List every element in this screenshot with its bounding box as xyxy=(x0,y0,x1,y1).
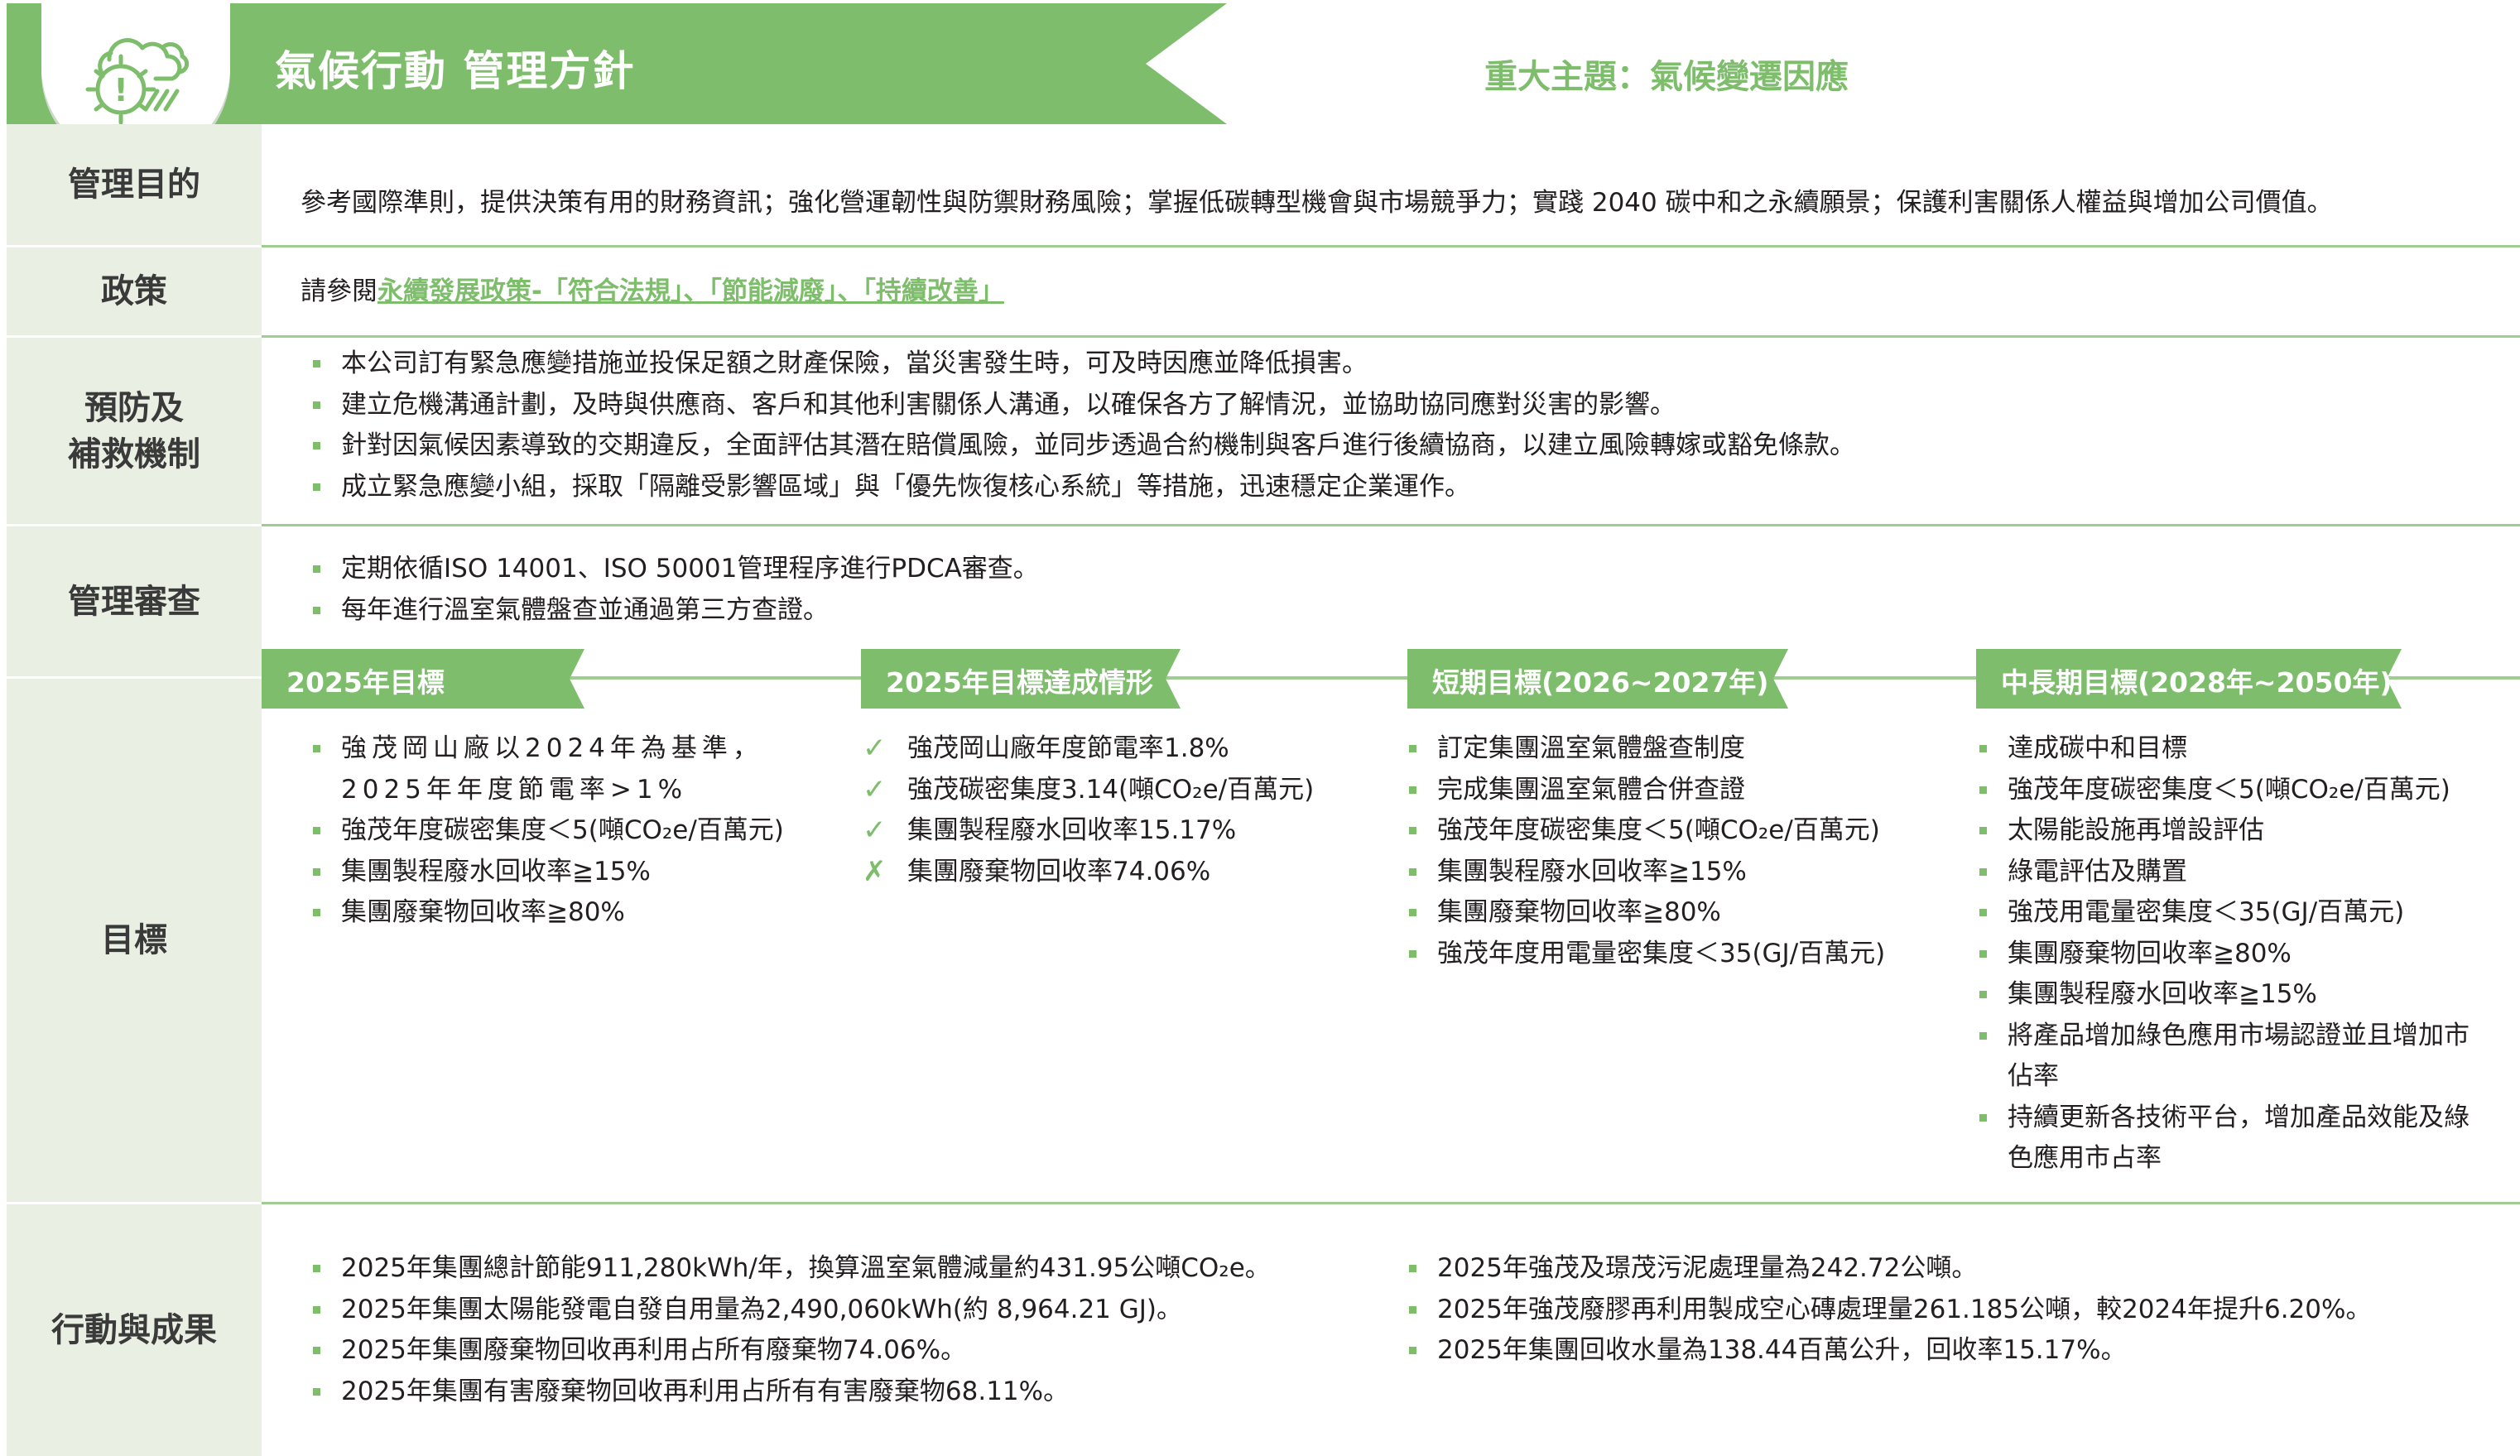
list-item: ✓ 強茂岡山廠年度節電率1.8% xyxy=(861,728,1314,770)
list-item: 強茂年度碳密集度＜5(噸CO₂e/百萬元) xyxy=(1409,810,1885,852)
list-item: 強茂年度碳密集度＜5(噸CO₂e/百萬元) xyxy=(1979,770,2493,811)
goal-tab-2025-status: 2025年目標達成情形 xyxy=(861,649,1181,709)
list-item: 集團廢棄物回收率≧80% xyxy=(1979,934,2493,975)
goals-2025-list: 強茂岡山廠以2024年為基準，2025年年度節電率>1% 強茂年度碳密集度＜5(… xyxy=(313,728,786,934)
page-title: 氣候行動 管理方針 xyxy=(275,47,636,95)
goal-tab-long-term: 中長期目標(2028年~2050年) xyxy=(1976,649,2402,709)
list-item: 成立緊急應變小組，採取「隔離受影響區域」與「優先恢復核心系統」等措施，迅速穩定企… xyxy=(313,467,1855,508)
row-label-text: 管理審查 xyxy=(68,582,200,621)
list-item: 2025年強茂廢膠再利用製成空心磚處理量261.185公噸，較2024年提升6.… xyxy=(1409,1290,2371,1331)
list-item: 將產品增加綠色應用市場認證並且增加市佔率 xyxy=(1979,1016,2493,1098)
list-item: 強茂年度用電量密集度＜35(GJ/百萬元) xyxy=(1409,934,1885,975)
goal-tab-title: 2025年目標達成情形 xyxy=(886,666,1153,699)
list-item: ✓ 集團製程廢水回收率15.17% xyxy=(861,810,1314,852)
list-item: 2025年集團有害廢棄物回收再利用占所有有害廢棄物68.11%。 xyxy=(313,1372,1271,1413)
material-topic: 重大主題：氣候變遷因應 xyxy=(1484,58,1849,96)
row-label-text: 管理目的 xyxy=(68,166,200,204)
list-item: 2025年集團回收水量為138.44百萬公升，回收率15.17%。 xyxy=(1409,1330,2371,1372)
list-item: 完成集團溫室氣體合併查證 xyxy=(1409,770,1885,811)
list-item: 強茂年度碳密集度＜5(噸CO₂e/百萬元) xyxy=(313,810,786,852)
list-item: 集團製程廢水回收率≧15% xyxy=(1979,974,2493,1016)
status-text: 集團製程廢水回收率15.17% xyxy=(907,815,1237,845)
list-item: 達成碳中和目標 xyxy=(1979,728,2493,770)
list-item: 集團製程廢水回收率≧15% xyxy=(313,852,786,893)
row-divider xyxy=(7,335,2520,338)
goals-status-list: ✓ 強茂岡山廠年度節電率1.8% ✓ 強茂碳密集度3.14(噸CO₂e/百萬元) ✓… xyxy=(861,728,1314,892)
list-item: 強茂用電量密集度＜35(GJ/百萬元) xyxy=(1979,892,2493,934)
row-label-text: 政策 xyxy=(101,272,167,310)
long-term-goals-list: 達成碳中和目標 強茂年度碳密集度＜5(噸CO₂e/百萬元) 太陽能設施再增設評估… xyxy=(1979,728,2493,1180)
row-label-policy: 政策 xyxy=(7,247,262,335)
list-item: 強茂岡山廠以2024年為基準，2025年年度節電率>1% xyxy=(313,728,786,810)
goal-tab-title: 中長期目標(2028年~2050年) xyxy=(2001,666,2393,699)
list-item: 針對因氣候因素導致的交期違反，全面評估其潛在賠償風險，並同步透過合約機制與客戶進… xyxy=(313,425,1855,467)
short-term-goals-list: 訂定集團溫室氣體盤查制度 完成集團溫室氣體合併查證 強茂年度碳密集度＜5(噸CO… xyxy=(1409,728,1885,974)
prevention-list: 本公司訂有緊急應變措施並投保足額之財產保險，當災害發生時，可及時因應並降低損害。… xyxy=(313,344,1855,507)
climate-warning-icon: ! xyxy=(85,38,190,125)
goal-tab-title: 2025年目標 xyxy=(286,666,445,699)
row-label-goals: 目標 xyxy=(7,679,262,1202)
goal-tab-short-term: 短期目標(2026~2027年) xyxy=(1407,649,1788,709)
row-label-text: 目標 xyxy=(101,921,167,959)
policy-text: 請參閱永續發展政策-「符合法規」、「節能減廢」、「持續改善」 xyxy=(301,271,1004,312)
list-item: 集團廢棄物回收率≧80% xyxy=(313,892,786,934)
policy-prefix: 請參閱 xyxy=(301,276,378,306)
header-band xyxy=(7,3,1227,124)
status-text: 強茂岡山廠年度節電率1.8% xyxy=(907,733,1229,763)
list-item: ✗ 集團廢棄物回收率74.06% xyxy=(861,852,1314,893)
check-icon: ✓ xyxy=(863,814,887,847)
actions-left-list: 2025年集團總計節能911,280kWh/年，換算溫室氣體減量約431.95公… xyxy=(313,1248,1271,1412)
list-item: 2025年集團廢棄物回收再利用占所有廢棄物74.06%。 xyxy=(313,1330,1271,1372)
list-item: 建立危機溝通計劃，及時與供應商、客戶和其他利害關係人溝通，以確保各方了解情況，並… xyxy=(313,385,1855,426)
list-item: 2025年集團總計節能911,280kWh/年，換算溫室氣體減量約431.95公… xyxy=(313,1248,1271,1290)
list-item: 本公司訂有緊急應變措施並投保足額之財產保險，當災害發生時，可及時因應並降低損害。 xyxy=(313,344,1855,385)
row-label-actions: 行動與成果 xyxy=(7,1204,262,1456)
status-text: 強茂碳密集度3.14(噸CO₂e/百萬元) xyxy=(907,774,1315,805)
list-item: ✓ 強茂碳密集度3.14(噸CO₂e/百萬元) xyxy=(861,770,1314,811)
list-item: 持續更新各技術平台，增加產品效能及綠色應用市占率 xyxy=(1979,1098,2493,1180)
list-item: 2025年集團太陽能發電自發自用量為2,490,060kWh(約 8,964.2… xyxy=(313,1290,1271,1331)
list-item: 集團製程廢水回收率≧15% xyxy=(1409,852,1885,893)
row-divider xyxy=(7,1202,2520,1204)
list-item: 每年進行溫室氣體盤查並通過第三方查證。 xyxy=(313,590,1039,632)
cross-icon: ✗ xyxy=(863,854,887,888)
check-icon: ✓ xyxy=(863,772,887,806)
row-label-prevention: 預防及 補救機制 xyxy=(7,338,262,524)
status-text: 集團廢棄物回收率74.06% xyxy=(907,856,1211,887)
list-item: 2025年強茂及璟茂污泥處理量為242.72公噸。 xyxy=(1409,1248,2371,1290)
review-list: 定期依循ISO 14001、ISO 50001管理程序進行PDCA審查。 每年進… xyxy=(313,549,1039,631)
row-divider xyxy=(7,245,2520,247)
list-item: 綠電評估及購置 xyxy=(1979,852,2493,893)
list-item: 太陽能設施再增設評估 xyxy=(1979,810,2493,852)
purpose-text: 參考國際準則，提供決策有用的財務資訊；強化營運韌性與防禦財務風險；掌握低碳轉型機… xyxy=(301,188,2333,218)
list-item: 定期依循ISO 14001、ISO 50001管理程序進行PDCA審查。 xyxy=(313,549,1039,590)
row-label-text: 預防及 xyxy=(84,388,184,427)
svg-text:!: ! xyxy=(113,72,127,108)
policy-link[interactable]: 永續發展政策-「符合法規」、「節能減廢」、「持續改善」 xyxy=(378,276,1004,306)
label-column xyxy=(7,124,262,1456)
row-label-text: 行動與成果 xyxy=(51,1311,217,1349)
row-label-text: 補救機制 xyxy=(68,435,200,473)
goal-header-line xyxy=(262,677,2520,680)
goal-tab-title: 短期目標(2026~2027年) xyxy=(1432,666,1769,699)
check-icon: ✓ xyxy=(863,732,887,765)
list-item: 集團廢棄物回收率≧80% xyxy=(1409,892,1885,934)
goal-tab-2025: 2025年目標 xyxy=(262,649,584,709)
list-item: 訂定集團溫室氣體盤查制度 xyxy=(1409,728,1885,770)
actions-right-list: 2025年強茂及璟茂污泥處理量為242.72公噸。 2025年強茂廢膠再利用製成… xyxy=(1409,1248,2371,1372)
row-label-review: 管理審查 xyxy=(7,526,262,676)
row-divider xyxy=(7,524,2520,526)
row-label-purpose: 管理目的 xyxy=(7,124,262,245)
